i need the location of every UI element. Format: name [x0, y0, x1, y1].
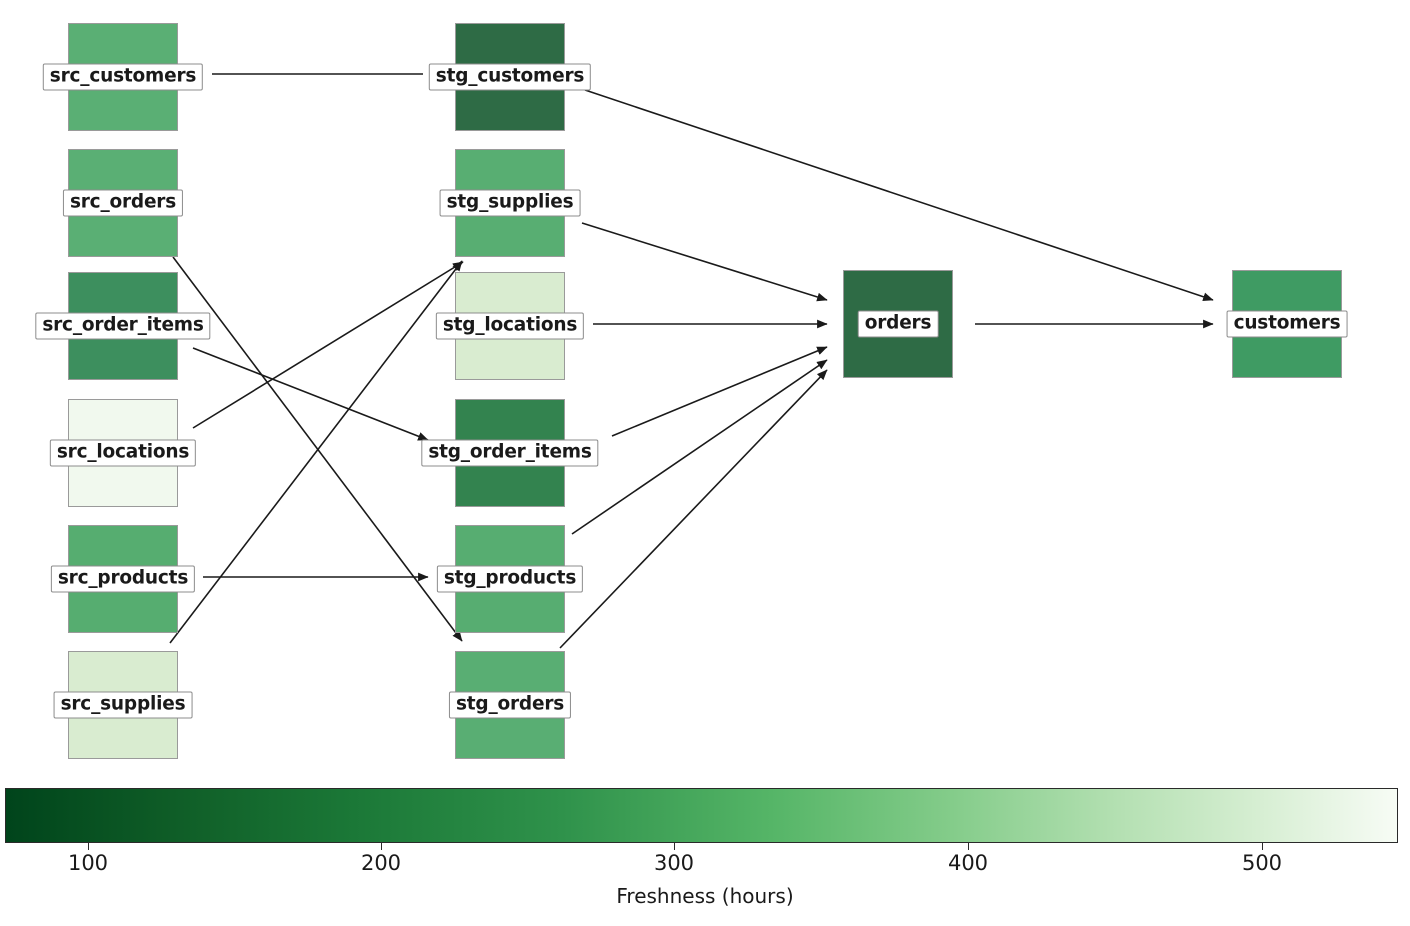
edge-src_order_items-stg_order_items: [192, 347, 429, 441]
colorbar-tick-label-100: 100: [67, 851, 109, 875]
node-label-stg_order_items[interactable]: stg_order_items: [421, 439, 599, 467]
edges: [169, 73, 1214, 649]
colorbar-title: Freshness (hours): [616, 884, 794, 908]
colorbar-tick-label-300: 300: [653, 851, 695, 875]
node-label-src_orders[interactable]: src_orders: [62, 189, 184, 217]
edge-stg_orders-orders: [559, 369, 828, 649]
colorbar-tick-label-500: 500: [1241, 851, 1283, 875]
colorbar-tick-100: [88, 843, 89, 850]
colorbar-tick-400: [968, 843, 969, 850]
edge-src_locations-stg_locations: [192, 261, 464, 429]
node-label-src_customers[interactable]: src_customers: [42, 63, 204, 91]
edge-stg_supplies-orders: [581, 222, 828, 302]
node-label-src_locations[interactable]: src_locations: [49, 439, 197, 467]
colorbar: 100 200 300 400 500 Freshness (hours): [0, 780, 1410, 926]
node-label-orders[interactable]: orders: [857, 310, 939, 338]
colorbar-gradient: [5, 788, 1398, 843]
node-label-stg_locations[interactable]: stg_locations: [435, 312, 585, 340]
node-label-src_order_items[interactable]: src_order_items: [35, 312, 211, 340]
node-label-customers[interactable]: customers: [1226, 310, 1348, 338]
node-label-stg_orders[interactable]: stg_orders: [448, 691, 572, 719]
edge-stg_order_items-orders: [611, 346, 828, 437]
edge-src_supplies-stg_locations: [169, 260, 463, 644]
colorbar-tick-label-200: 200: [360, 851, 402, 875]
node-label-stg_products[interactable]: stg_products: [436, 565, 584, 593]
edge-layer: [169, 73, 1214, 649]
node-label-src_supplies[interactable]: src_supplies: [53, 691, 193, 719]
edge-stg_products-orders: [571, 359, 828, 535]
node-label-stg_customers[interactable]: stg_customers: [428, 63, 592, 91]
colorbar-tick-200: [381, 843, 382, 850]
colorbar-tick-300: [674, 843, 675, 850]
colorbar-tick-500: [1262, 843, 1263, 850]
node-label-stg_supplies[interactable]: stg_supplies: [439, 189, 581, 217]
edge-stg_customers-customers: [584, 89, 1214, 302]
colorbar-tick-label-400: 400: [947, 851, 989, 875]
node-label-src_products[interactable]: src_products: [50, 565, 196, 593]
